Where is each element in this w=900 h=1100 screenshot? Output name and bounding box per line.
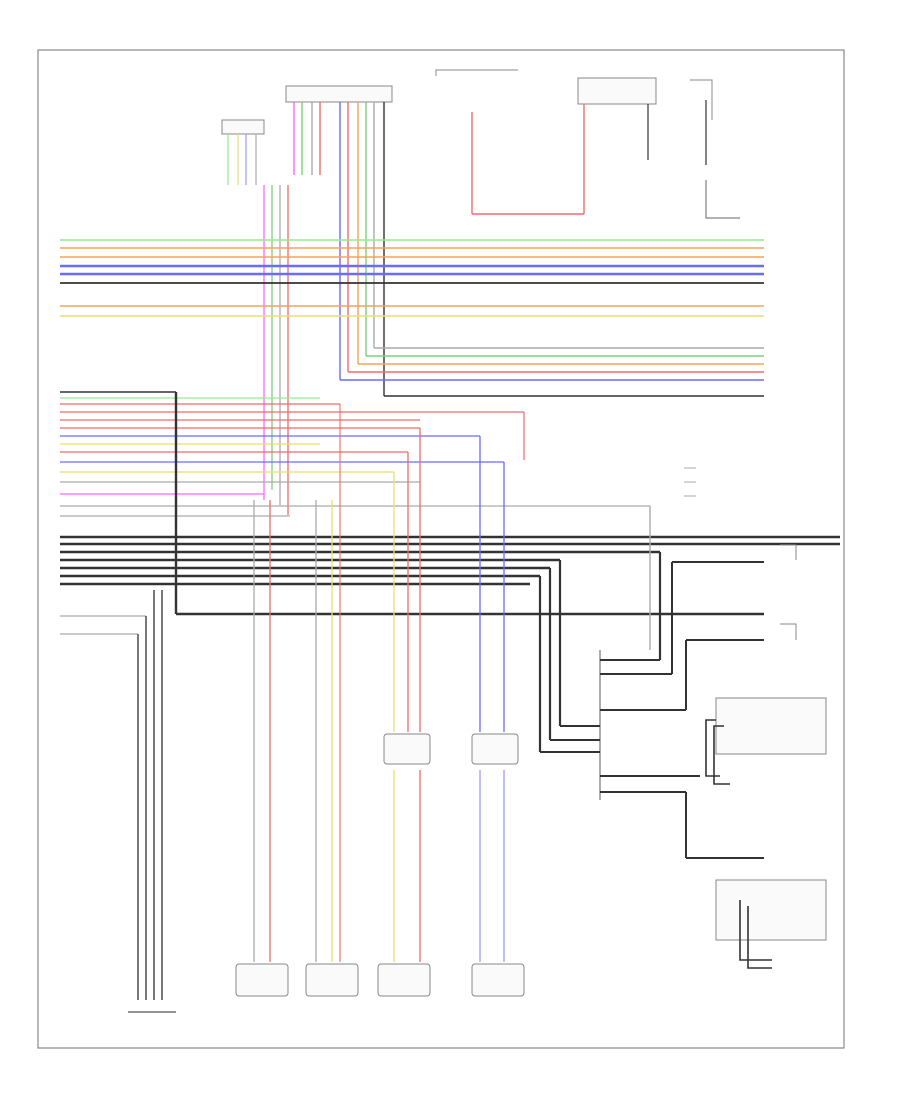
left-bottom-bundle [60, 590, 176, 1013]
harness-bundle-1 [60, 239, 764, 284]
splice [540, 650, 764, 859]
legend [684, 467, 696, 497]
top-wires [227, 100, 740, 515]
left-connector-wires [60, 391, 650, 517]
harness-bundle-3 [340, 347, 764, 397]
right-components [705, 544, 827, 969]
speakers [235, 963, 525, 997]
crossovers [383, 733, 519, 765]
harness-bundle-black [60, 392, 840, 752]
top-components [221, 69, 713, 135]
speaker-wires [253, 404, 505, 962]
diagram-border [37, 49, 845, 1049]
harness-bundle-2 [60, 305, 764, 317]
